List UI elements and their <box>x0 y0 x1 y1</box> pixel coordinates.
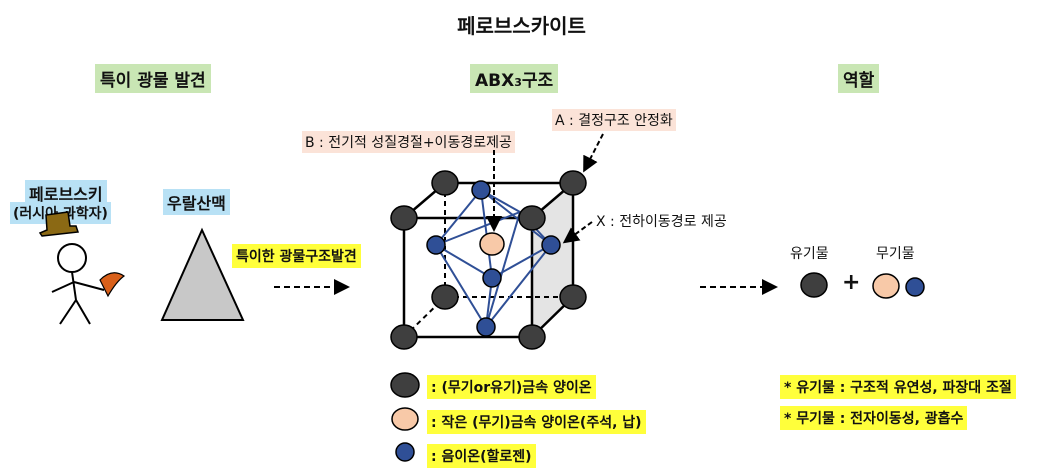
person-name-label: 페로브스키 <box>25 180 107 206</box>
section-header-role: 역할 <box>838 64 880 93</box>
a-site-label: A : 결정구조 안정화 <box>552 109 676 131</box>
head <box>57 243 87 273</box>
x-site-label: X : 전하이동경로 제공 <box>596 214 727 230</box>
legend-text-large-cation: : (무기or유기)금속 양이온 <box>427 375 596 399</box>
x-site-atoms <box>426 180 561 337</box>
inorganic-small-cation-icon <box>872 273 900 299</box>
plus-sign: + <box>842 270 861 295</box>
x-site-pointer <box>562 221 593 244</box>
a-site-atoms <box>390 170 587 350</box>
inorganic-label: 무기물 <box>876 246 915 262</box>
note-organic: * 유기물 : 구조적 유연성, 파장대 조절 <box>780 375 1016 399</box>
note-inorganic: * 무기물 : 전자이동성, 광흡수 <box>780 406 968 430</box>
discovery-arrow-label: 특이한 광물구조발견 <box>232 244 361 268</box>
hat-icon <box>38 211 80 237</box>
legend-text-small-cation: : 작은 (무기)금속 양이온(주석, 납) <box>427 410 646 434</box>
inorganic-anion-icon <box>905 277 925 297</box>
a-site-pointer <box>583 133 604 173</box>
pickaxe-icon <box>99 272 126 298</box>
legend-large-cation-icon <box>390 372 420 398</box>
organic-atom-icon <box>800 272 828 298</box>
section-header-discovery: 특이 광물 발견 <box>95 64 211 93</box>
page-title: 페로브스카이트 <box>457 14 586 38</box>
legend-text-anion: : 음이온(할로젠) <box>427 444 536 468</box>
section-header-structure: ABX3구조 <box>470 64 559 93</box>
legend-small-cation-icon <box>391 407 419 431</box>
scientist-figure <box>38 211 126 325</box>
mountain-icon <box>160 227 245 321</box>
legend-anion-icon <box>395 442 415 462</box>
b-site-label: B : 전기적 성질경절+이동경로제공 <box>302 131 515 153</box>
b-site-atom <box>479 232 505 256</box>
organic-label: 유기물 <box>790 246 829 262</box>
mountain-label: 우랄산맥 <box>163 189 230 215</box>
